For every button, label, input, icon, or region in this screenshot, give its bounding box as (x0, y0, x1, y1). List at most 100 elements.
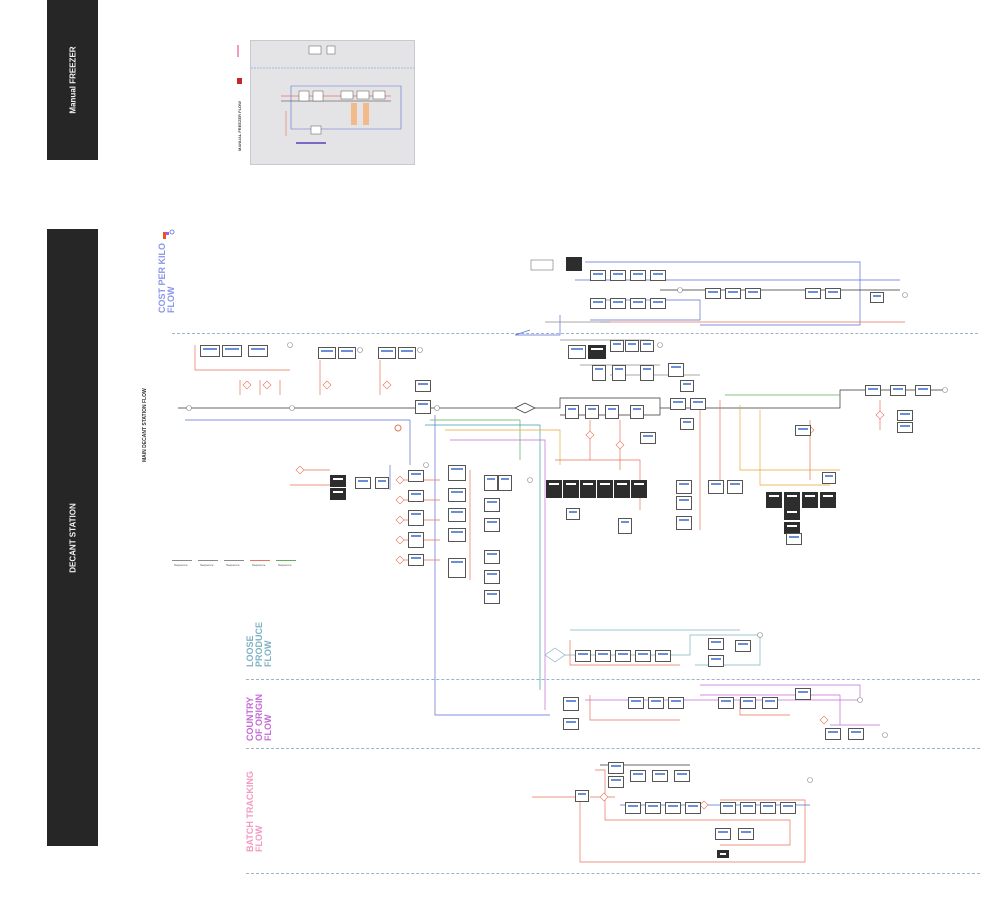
screen-frame[interactable] (727, 480, 743, 494)
screen-frame[interactable] (575, 650, 591, 662)
screen-frame[interactable] (848, 728, 864, 740)
screen-frame[interactable] (890, 385, 906, 396)
screen-frame[interactable] (825, 728, 841, 740)
screen-frame[interactable] (897, 410, 913, 421)
screen-frame[interactable] (408, 532, 424, 548)
screen-frame[interactable] (498, 475, 512, 491)
screen-frame[interactable] (760, 802, 776, 814)
screen-frame[interactable] (408, 490, 424, 502)
screen-frame[interactable] (580, 480, 596, 498)
screen-frame[interactable] (780, 802, 796, 814)
screen-frame[interactable] (630, 270, 646, 281)
screen-frame[interactable] (630, 770, 646, 782)
screen-frame[interactable] (566, 508, 580, 520)
screen-frame[interactable] (762, 697, 778, 709)
screen-frame[interactable] (415, 400, 431, 414)
screen-frame[interactable] (640, 432, 656, 444)
screen-frame[interactable] (870, 292, 884, 303)
screen-frame[interactable] (318, 347, 336, 359)
screen-frame[interactable] (784, 508, 800, 520)
screen-frame[interactable] (408, 554, 424, 566)
screen-frame[interactable] (355, 477, 371, 489)
screen-frame[interactable] (375, 477, 389, 489)
screen-frame[interactable] (635, 650, 651, 662)
screen-frame[interactable] (676, 496, 692, 510)
screen-frame[interactable] (665, 802, 681, 814)
screen-frame[interactable] (802, 492, 818, 508)
screen-frame[interactable] (820, 492, 836, 508)
screen-frame[interactable] (595, 650, 611, 662)
screen-frame[interactable] (795, 688, 811, 700)
screen-frame[interactable] (685, 802, 701, 814)
screen-frame[interactable] (563, 718, 579, 730)
screen-frame[interactable] (563, 697, 579, 711)
screen-frame[interactable] (784, 492, 800, 508)
screen-frame[interactable] (590, 270, 606, 281)
screen-frame[interactable] (670, 398, 686, 410)
screen-frame[interactable] (608, 776, 624, 788)
screen-frame[interactable] (725, 288, 741, 299)
screen-frame[interactable] (484, 590, 500, 604)
screen-frame[interactable] (630, 405, 644, 419)
screen-frame[interactable] (484, 570, 500, 584)
screen-frame[interactable] (648, 697, 664, 709)
screen-frame[interactable] (612, 365, 626, 381)
screen-frame[interactable] (588, 345, 606, 359)
screen-frame[interactable] (565, 405, 579, 419)
screen-frame[interactable] (398, 347, 416, 359)
screen-frame[interactable] (786, 533, 802, 545)
screen-frame[interactable] (200, 345, 220, 357)
screen-frame[interactable] (655, 650, 671, 662)
screen-frame[interactable] (408, 510, 424, 526)
screen-frame[interactable] (484, 518, 500, 532)
screen-frame[interactable] (625, 802, 641, 814)
screen-frame[interactable] (865, 385, 881, 396)
screen-frame[interactable] (338, 347, 356, 359)
screen-frame[interactable] (618, 518, 632, 534)
screen-frame[interactable] (448, 558, 466, 578)
screen-frame[interactable] (715, 828, 731, 840)
screen-frame[interactable] (680, 380, 694, 392)
screen-frame[interactable] (610, 270, 626, 281)
screen-frame[interactable] (674, 770, 690, 782)
screen-frame[interactable] (484, 498, 500, 512)
screen-frame[interactable] (628, 697, 644, 709)
screen-frame[interactable] (650, 298, 666, 309)
screen-frame[interactable] (668, 697, 684, 709)
screen-frame[interactable] (738, 828, 754, 840)
screen-frame[interactable] (448, 465, 466, 481)
screen-frame[interactable] (735, 640, 751, 652)
screen-frame[interactable] (484, 475, 498, 491)
screen-frame[interactable] (408, 470, 424, 482)
screen-frame[interactable] (915, 385, 931, 396)
screen-frame[interactable] (610, 298, 626, 309)
screen-frame[interactable] (795, 425, 811, 436)
screen-frame[interactable] (718, 697, 734, 709)
screen-frame[interactable] (650, 270, 666, 281)
screen-frame[interactable] (640, 340, 654, 352)
screen-frame[interactable] (740, 802, 756, 814)
screen-frame[interactable] (640, 365, 654, 381)
screen-frame[interactable] (822, 472, 836, 484)
manual-freezer-thumbnail[interactable]: MANUAL FREEZER FLOW (237, 40, 415, 165)
screen-frame[interactable] (720, 802, 736, 814)
screen-frame[interactable] (597, 480, 613, 498)
screen-frame[interactable] (745, 288, 761, 299)
screen-frame[interactable] (608, 762, 624, 774)
screen-frame[interactable] (625, 340, 639, 352)
screen-frame[interactable] (631, 480, 647, 498)
screen-frame[interactable] (676, 516, 692, 530)
screen-frame[interactable] (484, 550, 500, 564)
screen-frame[interactable] (897, 422, 913, 433)
screen-frame[interactable] (568, 345, 586, 359)
screen-frame[interactable] (448, 488, 466, 502)
screen-frame[interactable] (592, 365, 606, 381)
screen-frame[interactable] (766, 492, 782, 508)
screen-frame[interactable] (705, 288, 721, 299)
screen-frame[interactable] (652, 770, 668, 782)
screen-frame[interactable] (680, 418, 694, 430)
screen-frame[interactable] (708, 638, 724, 650)
screen-frame[interactable] (645, 802, 661, 814)
screen-frame[interactable] (222, 345, 242, 357)
screen-frame[interactable] (378, 347, 396, 359)
